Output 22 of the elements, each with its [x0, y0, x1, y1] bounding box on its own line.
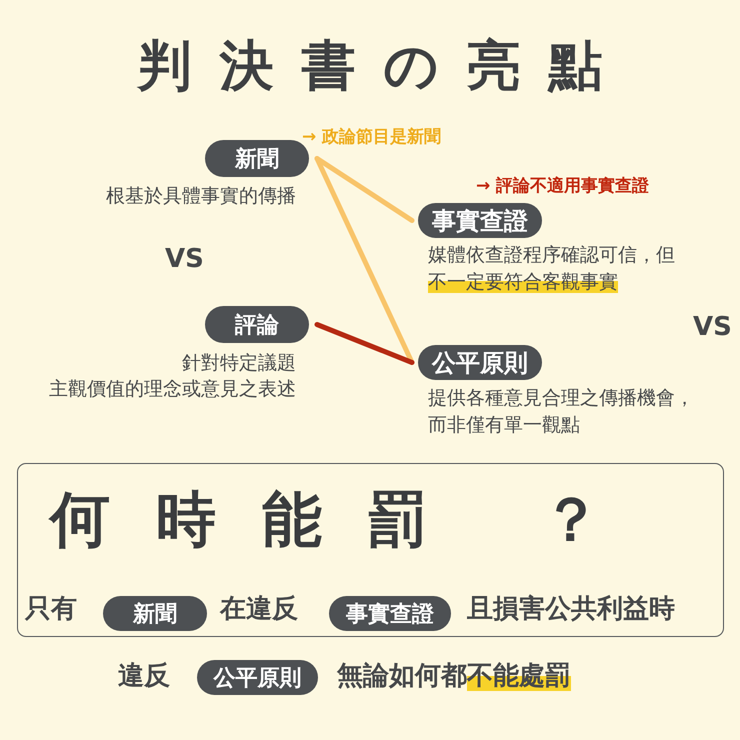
label-pill: 評論 — [205, 306, 309, 343]
label-pill: 新聞 — [103, 596, 207, 631]
label-pill: 事實查證 — [418, 203, 542, 238]
sentence-text: 且損害公共利益時 — [467, 594, 675, 626]
description-text: 根基於具體事實的傳播 — [106, 184, 296, 209]
sentence-text: 在違反 — [220, 594, 298, 626]
description-text: 主觀價值的理念或意見之表述 — [49, 377, 296, 402]
frame-box — [17, 463, 724, 637]
label-pill: 公平原則 — [418, 345, 542, 380]
label-pill: 事實查證 — [329, 596, 451, 631]
connector-line — [314, 322, 414, 365]
title: 判決書の亮點 — [136, 33, 632, 99]
note-text: → 評論不適用事實查證 — [476, 175, 650, 198]
label-pill: 新聞 — [205, 140, 309, 177]
sentence-text: 只有 — [25, 594, 77, 626]
vs-text: VS — [693, 311, 732, 344]
sentence-text: 違反 — [118, 660, 170, 693]
vs-text: VS — [165, 243, 204, 276]
label-pill: 公平原則 — [197, 660, 318, 695]
description-text: 提供各種意見合理之傳播機會，而非僅有單一觀點 — [428, 386, 695, 438]
heading: 何時能罰 ？ — [50, 484, 647, 556]
description-text: 針對特定議題 — [182, 351, 296, 376]
